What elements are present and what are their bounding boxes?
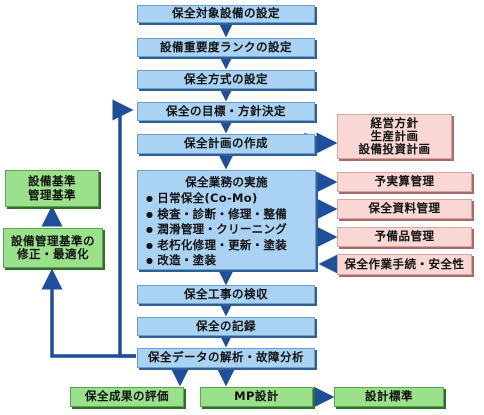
execution-title: 保全業務の実施 bbox=[185, 175, 268, 189]
standards-revision-box: 設備管理基準の 修正・最適化 bbox=[3, 228, 103, 268]
step-equipment-target: 保全対象設備の設定 bbox=[137, 5, 315, 23]
document-management-label: 保全資料管理 bbox=[368, 201, 441, 216]
arrow-feedback-goals bbox=[112, 99, 136, 358]
step-work-inspection-label: 保全工事の検収 bbox=[184, 286, 268, 301]
budget-management-label: 予実算管理 bbox=[374, 174, 435, 189]
step-plan-creation: 保全計画の作成 bbox=[137, 134, 315, 154]
step-data-analysis: 保全データの解析・故障分析 bbox=[137, 348, 315, 368]
list-item: 検査・診断・修理・整備 bbox=[146, 207, 315, 223]
step-plan-creation-label: 保全計画の作成 bbox=[184, 136, 268, 151]
budget-management-box: 予実算管理 bbox=[337, 172, 472, 192]
management-standard-label: 管理基準 bbox=[28, 187, 76, 202]
management-policy-label: 経営方針 bbox=[370, 115, 419, 130]
list-item: 日常保全(Co-Mo) bbox=[146, 191, 315, 207]
step-maintenance-method-label: 保全方式の設定 bbox=[184, 71, 268, 86]
step-equipment-target-label: 保全対象設備の設定 bbox=[172, 6, 280, 21]
step-records-label: 保全の記録 bbox=[196, 318, 256, 333]
list-item: 改造・塗装 bbox=[146, 253, 315, 269]
production-plan-label: 生産計画 bbox=[370, 128, 419, 143]
results-evaluation-label: 保全成果の評価 bbox=[85, 389, 169, 404]
step-records: 保全の記録 bbox=[137, 317, 315, 336]
results-evaluation-box: 保全成果の評価 bbox=[70, 387, 184, 407]
work-procedure-safety-box: 保全作業手続・安全性 bbox=[337, 254, 472, 275]
spare-parts-box: 予備品管理 bbox=[337, 227, 472, 247]
execution-list: 日常保全(Co-Mo) 検査・診断・修理・整備 潤滑管理・クリーニング 老朽化修… bbox=[146, 191, 315, 269]
list-item: 老朽化修理・更新・塗装 bbox=[146, 238, 315, 254]
revision-label-line1: 設備管理基準の bbox=[11, 233, 95, 248]
step-work-inspection: 保全工事の検収 bbox=[137, 285, 315, 304]
step-importance-rank-label: 設備重要度ランクの設定 bbox=[160, 39, 292, 54]
design-standard-label: 設計標準 bbox=[365, 389, 413, 404]
design-standard-box: 設計標準 bbox=[334, 387, 444, 407]
revision-label-line2: 修正・最適化 bbox=[17, 247, 89, 261]
equipment-standard-label: 設備基準 bbox=[28, 174, 76, 189]
step-goals-policy-label: 保全の目標・方針決定 bbox=[166, 103, 286, 118]
equipment-standards-box: 設備基準 管理基準 bbox=[5, 170, 99, 207]
spare-parts-label: 予備品管理 bbox=[374, 229, 435, 244]
work-procedure-safety-label: 保全作業手続・安全性 bbox=[344, 256, 465, 271]
step-data-analysis-label: 保全データの解析・故障分析 bbox=[148, 350, 304, 365]
mp-design-box: MP設計 bbox=[200, 387, 313, 407]
management-plan-box: 経営方針 生産計画 設備投資計画 bbox=[337, 114, 452, 159]
capital-investment-label: 設備投資計画 bbox=[358, 142, 431, 157]
step-maintenance-execution: 保全業務の実施 日常保全(Co-Mo) 検査・診断・修理・整備 潤滑管理・クリー… bbox=[137, 170, 316, 270]
arrow-to-revision bbox=[41, 268, 136, 358]
document-management-box: 保全資料管理 bbox=[337, 199, 472, 219]
mp-design-label: MP設計 bbox=[234, 389, 279, 404]
step-maintenance-method: 保全方式の設定 bbox=[137, 70, 315, 89]
list-item: 潤滑管理・クリーニング bbox=[146, 222, 315, 238]
step-importance-rank: 設備重要度ランクの設定 bbox=[137, 38, 315, 57]
step-goals-policy: 保全の目標・方針決定 bbox=[137, 102, 315, 121]
